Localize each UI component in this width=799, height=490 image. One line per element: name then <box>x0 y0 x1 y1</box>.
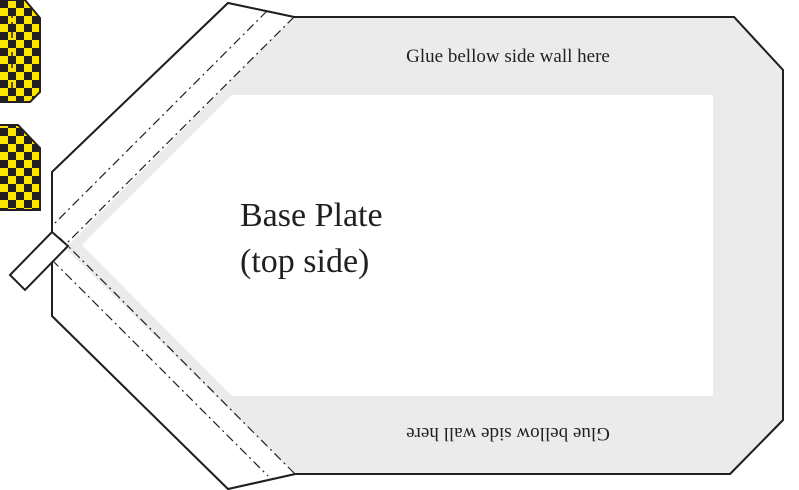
glue-tab <box>8 230 70 292</box>
fold-line <box>51 259 269 477</box>
base-plate-panel <box>82 95 713 396</box>
fold-line <box>51 10 268 227</box>
top-instruction: Glue bellow side wall here <box>406 46 610 67</box>
page-title: Base Plate <box>240 197 383 234</box>
base-plate-border <box>51 1 784 490</box>
glue-flap-bottom <box>52 235 295 489</box>
fold-line <box>59 237 296 475</box>
checker-tab-icon <box>0 124 41 211</box>
page-subtitle: (top side) <box>240 243 369 280</box>
bottom-instruction: Glue bellow side wall here <box>406 423 610 444</box>
checker-tab-icon <box>0 0 41 103</box>
fold-line <box>59 16 295 251</box>
